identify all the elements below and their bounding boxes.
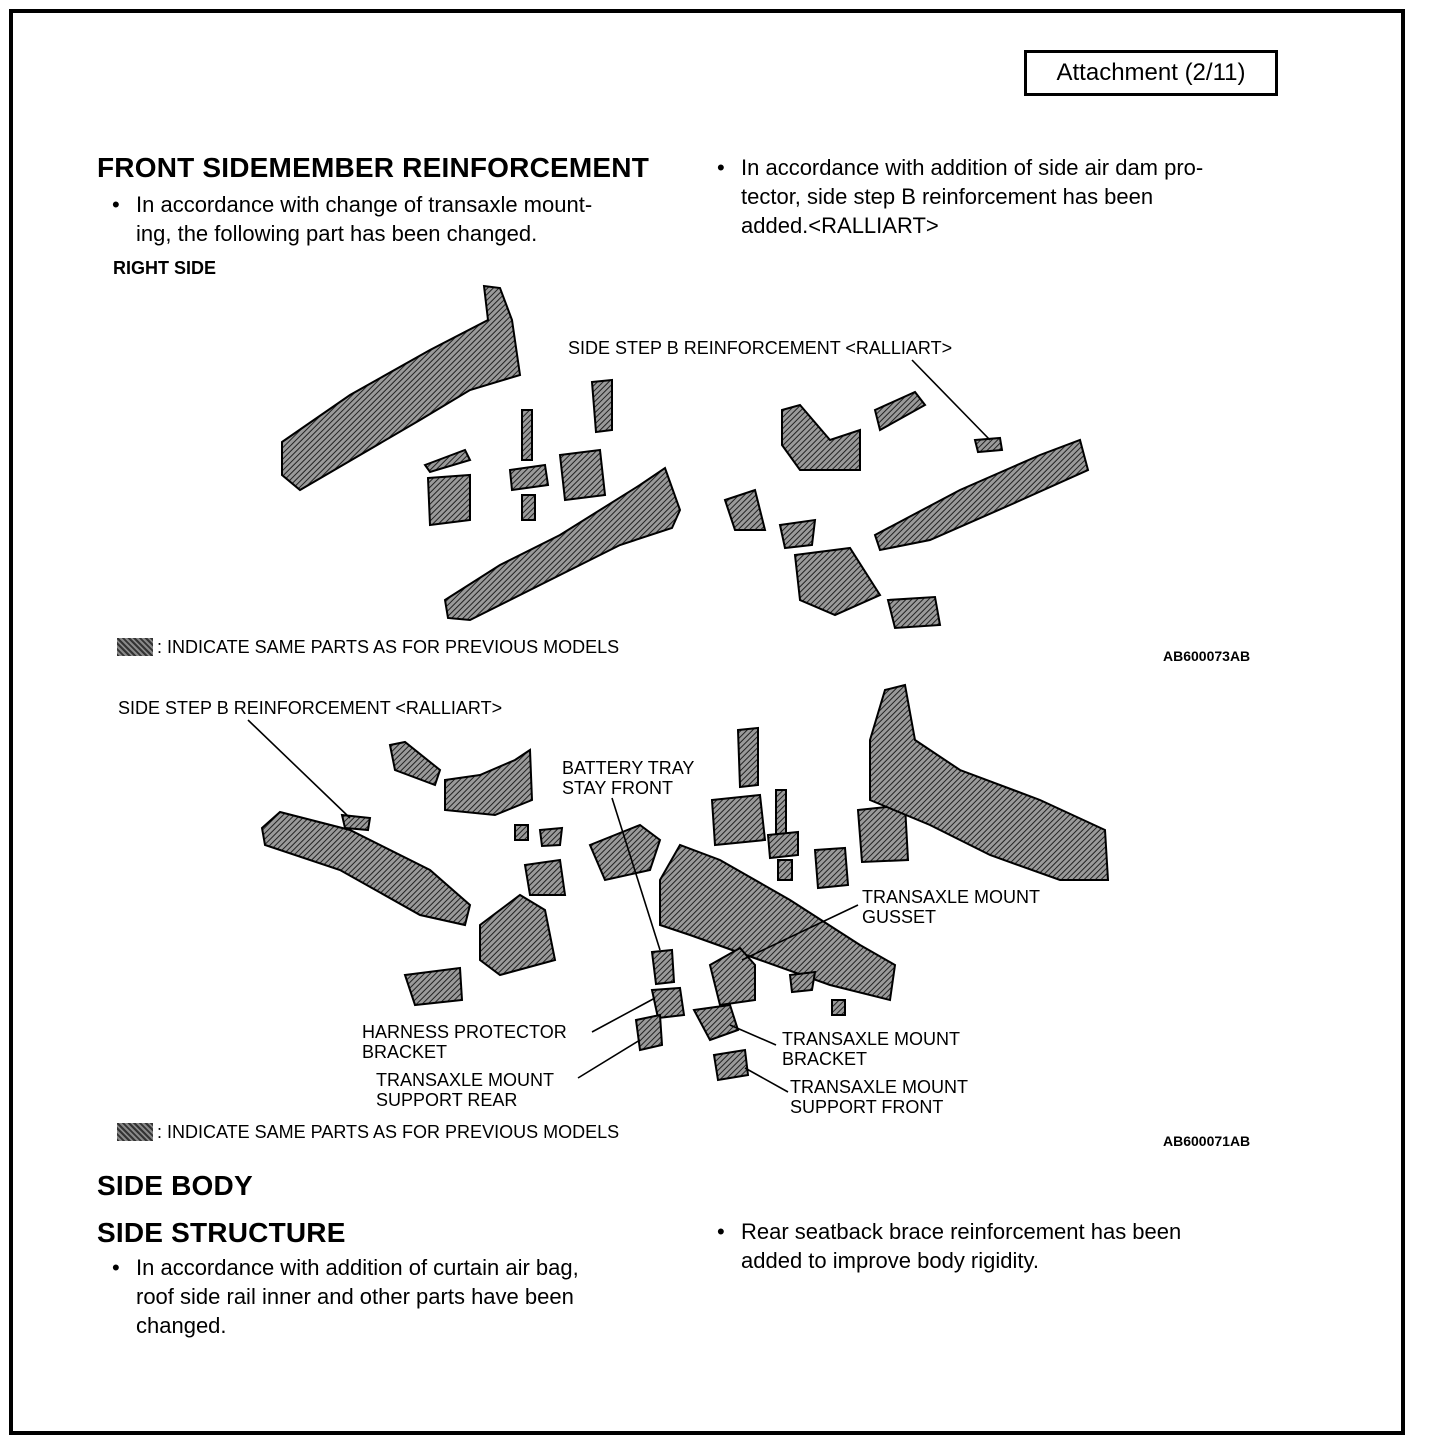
bracket-small bbox=[788, 970, 817, 994]
front-sidemember-right-lower bbox=[869, 683, 1110, 881]
sidemember-inner bbox=[443, 466, 682, 622]
bracket-small bbox=[778, 518, 817, 550]
transaxle-mount-support-front bbox=[712, 1048, 750, 1082]
hatched-swatch-icon bbox=[117, 1123, 153, 1141]
legend-text: : INDICATE SAME PARTS AS FOR PREVIOUS MO… bbox=[157, 637, 620, 657]
leader-line bbox=[729, 1024, 777, 1046]
bracket-mid bbox=[710, 793, 767, 847]
bullet-line: Rear seatback brace reinforcement has be… bbox=[741, 1219, 1182, 1244]
bullet-left-section1: • In accordance with change of transaxle… bbox=[112, 190, 593, 248]
section-title-side-body: SIDE BODY bbox=[97, 1170, 253, 1201]
transaxle-mount-bracket bbox=[692, 1003, 740, 1042]
bracket-small bbox=[831, 999, 846, 1016]
section-subtitle-side-structure: SIDE STRUCTURE bbox=[97, 1217, 346, 1248]
bracket-small bbox=[650, 948, 676, 986]
callout-support-front: TRANSAXLE MOUNT SUPPORT FRONT bbox=[790, 1077, 969, 1117]
callout-side-step-b-2: SIDE STEP B REINFORCEMENT <RALLIART> bbox=[118, 698, 503, 718]
callout-transaxle-gusset: TRANSAXLE MOUNT GUSSET bbox=[862, 887, 1041, 927]
callout-battery-tray: BATTERY TRAY STAY FRONT bbox=[562, 758, 695, 798]
leader-line bbox=[247, 719, 351, 819]
callout-transaxle-bracket: TRANSAXLE MOUNT BRACKET bbox=[782, 1029, 961, 1069]
callout-harness-protector: HARNESS PROTECTOR BRACKET bbox=[362, 1022, 567, 1062]
bracket-mid bbox=[781, 403, 861, 471]
bracket-small bbox=[423, 448, 472, 474]
bracket-mid bbox=[388, 740, 442, 787]
bullet-dot-icon: • bbox=[717, 1219, 725, 1244]
callout-side-step-b-1: SIDE STEP B REINFORCEMENT <RALLIART> bbox=[568, 338, 953, 358]
figure1-legend: : INDICATE SAME PARTS AS FOR PREVIOUS MO… bbox=[117, 637, 619, 658]
bullet-line: ing, the following part has been changed… bbox=[136, 221, 538, 246]
figure1-side-label: RIGHT SIDE bbox=[113, 258, 217, 278]
transaxle-mount-gusset bbox=[708, 946, 756, 1007]
bullet-line: added.<RALLIART> bbox=[741, 213, 939, 238]
transaxle-mount-support-rear bbox=[634, 1013, 664, 1052]
bullet-right-section1: • In accordance with addition of side ai… bbox=[717, 153, 1204, 240]
bullet-line: tector, side step B reinforcement has be… bbox=[741, 184, 1154, 209]
figure2-code: AB600071AB bbox=[1163, 1133, 1251, 1149]
bracket-small bbox=[886, 595, 942, 630]
bullet-line: In accordance with addition of side air … bbox=[741, 155, 1204, 180]
bullet-line: changed. bbox=[136, 1313, 227, 1338]
bracket-small bbox=[813, 846, 850, 890]
bracket-small bbox=[403, 966, 464, 1007]
leader-line bbox=[911, 359, 991, 441]
bullet-dot-icon: • bbox=[112, 192, 120, 217]
attachment-label: Attachment (2/11) bbox=[1024, 50, 1278, 96]
bullet-left-section2: • In accordance with addition of curtain… bbox=[112, 1253, 579, 1340]
side-step-b-reinforcement-l bbox=[340, 813, 372, 832]
bullet-line: roof side rail inner and other parts hav… bbox=[136, 1284, 574, 1309]
bracket-mid bbox=[793, 546, 882, 617]
figure1-code: AB600073AB bbox=[1163, 648, 1251, 664]
bracket-small bbox=[523, 858, 567, 896]
front-sidemember-left-upper bbox=[281, 284, 522, 492]
bullet-line: In accordance with addition of curtain a… bbox=[136, 1255, 579, 1280]
page-border bbox=[9, 9, 1405, 1435]
bracket-small bbox=[736, 726, 759, 789]
figure2-legend: : INDICATE SAME PARTS AS FOR PREVIOUS MO… bbox=[117, 1122, 619, 1143]
bracket-small bbox=[873, 390, 927, 432]
bracket-small bbox=[538, 826, 564, 848]
bullet-right-section2: • Rear seatback brace reinforcement has … bbox=[717, 1217, 1182, 1275]
front-sidemember-left-lower bbox=[260, 810, 472, 927]
leader-line bbox=[744, 1067, 789, 1093]
bullet-dot-icon: • bbox=[717, 155, 725, 180]
bracket-mid bbox=[444, 748, 534, 817]
bracket-small bbox=[766, 830, 799, 860]
leader-line bbox=[741, 904, 859, 961]
bracket-small bbox=[777, 859, 793, 881]
bracket-small bbox=[514, 824, 529, 841]
bracket-small bbox=[508, 463, 550, 492]
callout-support-rear: TRANSAXLE MOUNT SUPPORT REAR bbox=[376, 1070, 555, 1110]
bullet-line: added to improve body rigidity. bbox=[741, 1248, 1039, 1273]
bracket-small bbox=[590, 378, 613, 434]
bullet-line: In accordance with change of transaxle m… bbox=[136, 192, 593, 217]
leader-line bbox=[591, 997, 656, 1033]
harness-protector-bracket bbox=[650, 986, 686, 1020]
battery-tray-stay-front bbox=[588, 823, 662, 882]
bracket-small bbox=[558, 448, 607, 502]
section-title-front-sidemember: FRONT SIDEMEMBER REINFORCEMENT bbox=[97, 152, 649, 183]
bolt bbox=[521, 409, 533, 461]
hatched-swatch-icon bbox=[117, 638, 153, 656]
sidemember-inner-right bbox=[659, 843, 897, 1002]
bracket-small bbox=[723, 488, 767, 531]
bracket-small bbox=[521, 494, 536, 521]
bullet-dot-icon: • bbox=[112, 1255, 120, 1280]
bracket-mid bbox=[479, 893, 557, 977]
bracket-small bbox=[426, 473, 471, 527]
leader-line bbox=[577, 1039, 641, 1079]
leader-line bbox=[611, 797, 661, 951]
side-step-b-reinforcement-r bbox=[973, 436, 1004, 454]
legend-text: : INDICATE SAME PARTS AS FOR PREVIOUS MO… bbox=[157, 1122, 620, 1142]
front-sidemember-right bbox=[873, 438, 1090, 552]
